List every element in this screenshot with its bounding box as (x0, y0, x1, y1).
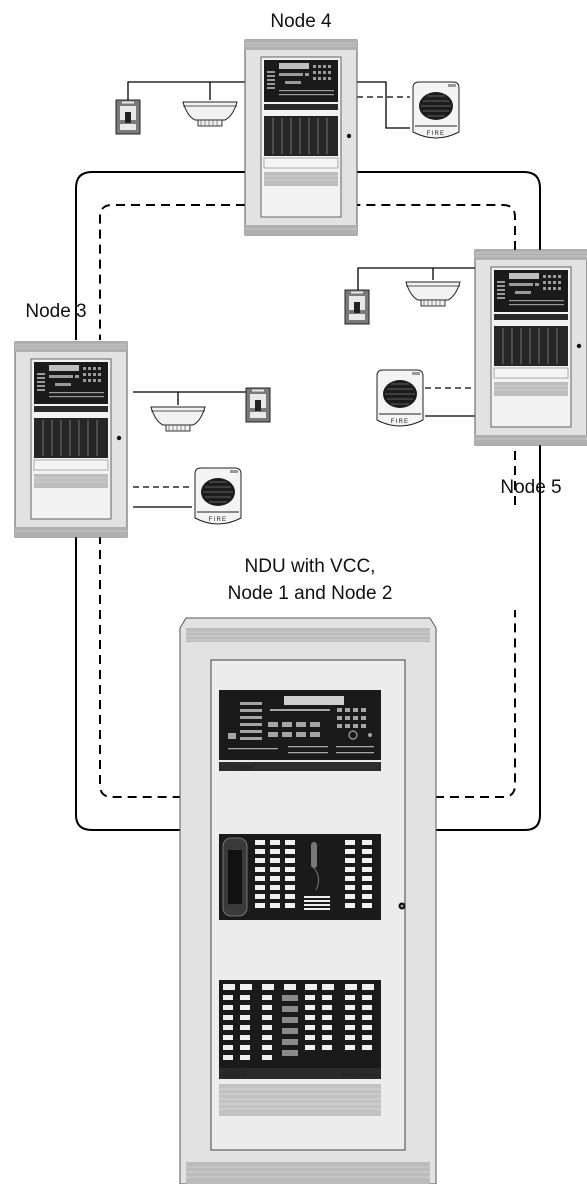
node4-pull-station (115, 99, 141, 135)
ndu-brand-text: Simplex (230, 764, 254, 771)
node3-panel (14, 341, 128, 538)
node3-horn-strobe: FIRE (194, 467, 242, 525)
node4-horn-text: FIRE (427, 131, 445, 137)
node5-label: Node 5 (500, 477, 561, 498)
node5-horn-text: FIRE (391, 419, 409, 425)
node3-horn-text: FIRE (209, 517, 227, 523)
node3-smoke-detector (150, 406, 206, 432)
solid-network-loop (75, 171, 541, 831)
node4-horn-strobe: FIRE (412, 81, 460, 139)
node5-horn-strobe: FIRE (376, 369, 424, 427)
node3-pull-station (245, 387, 271, 423)
node4-panel (244, 39, 358, 236)
ndu-model-text: 4100U (223, 1070, 247, 1079)
node4-label: Node 4 (270, 11, 332, 32)
node5-smoke-detector (405, 281, 461, 307)
node3-label: Node 3 (25, 301, 86, 322)
ndu-panel: Simplex (179, 617, 437, 1184)
device-wiring (127, 81, 475, 508)
ndu-label-line1: NDU with VCC, (245, 556, 376, 577)
ndu-label-line2: Node 1 and Node 2 (228, 583, 393, 604)
node4-smoke-detector (182, 101, 238, 127)
node5-pull-station (344, 289, 370, 325)
dashed-network-loop (99, 204, 516, 798)
node5-panel (474, 249, 587, 446)
ndu-fire-control-text: Fire Control (342, 1072, 377, 1079)
